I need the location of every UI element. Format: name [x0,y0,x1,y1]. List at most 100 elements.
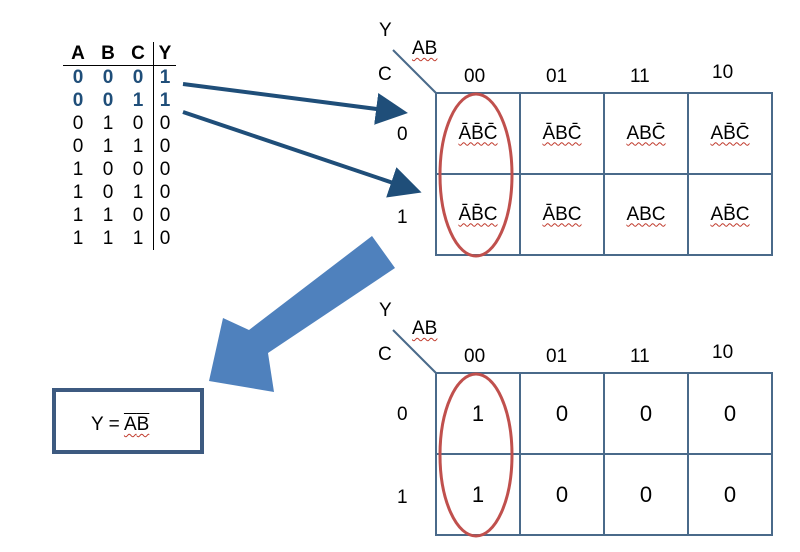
cell-y: 0 [153,227,176,250]
kmap-value-cell: 0 [687,372,773,455]
bottom-kmap-columns-var: AB [412,318,438,339]
minterm-label: ĀB̄C [458,203,498,225]
cell-y: 1 [153,89,176,112]
cell: 0 [132,67,144,88]
cell: 0 [132,205,144,226]
bottom-kmap-col-11: 11 [630,346,650,367]
bottom-kmap-col-01: 01 [546,346,568,367]
cell-y: 0 [153,181,176,204]
top-kmap-output-label: Y [379,20,392,41]
kmap-value-cell: 0 [519,372,605,455]
minterm-label: ĀBC̄ [542,122,582,144]
header-c: C [123,42,154,66]
result-term-a: A [123,414,137,435]
cell: 0 [72,90,84,111]
kmap-cell: ĀBC̄ [519,92,605,175]
kmap-cell: ABC̄ [603,92,689,175]
arrow-row1-to-cell [182,110,422,198]
top-kmap-rows-var: C [378,64,392,85]
top-kmap-col-10: 10 [712,62,734,83]
cell-y: 0 [153,158,176,181]
kmap-cell: ĀB̄C̄ [435,92,521,175]
top-kmap-grid: ĀB̄C̄ ĀBC̄ ABC̄ AB̄C̄ ĀB̄C ĀBC ABC AB̄C [435,92,773,256]
cell-y: 0 [153,204,176,227]
cell: 1 [102,205,114,226]
cell: 1 [102,113,114,134]
cell-y: 1 [153,65,176,89]
result-term-b: B [136,414,150,435]
cell: 0 [102,182,114,203]
top-kmap-row-0: 0 [397,124,408,145]
big-arrow-to-result [209,236,395,392]
group-ellipse-bottom [438,372,514,538]
cell: 1 [72,205,84,226]
top-kmap-row-1: 1 [397,207,408,228]
result-term: AB [124,414,149,435]
cell: 1 [72,159,84,180]
bottom-kmap-row-1: 1 [397,487,408,508]
arrow-row0-to-cell [182,82,408,125]
cell: 1 [132,182,144,203]
cell: 1 [132,90,144,111]
bottom-kmap-rows-var: C [378,344,392,365]
cell: 0 [132,159,144,180]
minterm-label: ĀB̄C̄ [458,122,498,144]
cell: 0 [72,67,84,88]
cell: 0 [72,113,84,134]
bottom-kmap-col-10: 10 [712,342,734,363]
kmap-cell: AB̄C̄ [687,92,773,175]
cell: 0 [72,136,84,157]
cell: 0 [102,159,114,180]
minterm-label: ĀBC [542,203,582,225]
top-kmap-columns-var: AB [412,38,438,59]
minterm-label: ABC̄ [626,122,666,144]
truth-table-header-row: A B C Y [63,42,176,66]
cell: 1 [102,228,114,249]
top-kmap-col-01: 01 [546,66,568,87]
top-kmap-col-11: 11 [630,66,650,87]
cell: 1 [132,136,144,157]
top-kmap-diagonal-line [392,49,437,94]
kmap-value-cell: 0 [603,453,689,536]
bottom-kmap-col-00: 00 [464,346,486,367]
minterm-label: AB̄C̄ [710,122,750,144]
result-expression: Y = AB [91,414,149,436]
minterm-label: ABC [626,203,666,225]
cell: 1 [102,136,114,157]
kmap-cell: ABC [603,173,689,256]
kmap-cell: AB̄C [687,173,773,256]
kmap-cell: ĀBC [519,173,605,256]
cell: 1 [72,182,84,203]
kmap-value-cell: 0 [603,372,689,455]
top-kmap-col-00: 00 [464,66,486,87]
minterm-label: AB̄C [710,203,750,225]
cell: 1 [132,228,144,249]
bottom-kmap-output-label: Y [379,300,392,321]
group-ellipse-top [438,92,514,258]
result-box: Y = AB [52,388,204,454]
kmap-value-cell: 0 [519,453,605,536]
result-prefix: Y = [91,414,124,435]
kmap-value-cell: 0 [687,453,773,536]
bottom-kmap-row-0: 0 [397,404,408,425]
header-y: Y [153,42,176,66]
header-b: B [93,42,123,66]
cell: 1 [72,228,84,249]
cell: 0 [102,90,114,111]
cell: 0 [132,113,144,134]
cell: 0 [102,67,114,88]
header-a: A [63,42,93,66]
bottom-kmap-diagonal-line [392,329,437,374]
cell-y: 0 [153,112,176,135]
cell-y: 0 [153,135,176,158]
